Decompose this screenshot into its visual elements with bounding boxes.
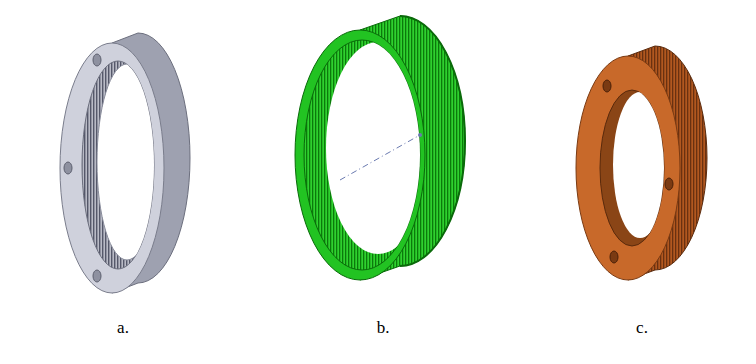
ring-gear-a [60,33,190,293]
figure-label: a. [117,318,129,338]
figure-label: b. [377,318,390,338]
figure-label: c. [636,318,648,338]
ring-gear-c [576,46,707,280]
ring-gear-b [295,16,465,280]
